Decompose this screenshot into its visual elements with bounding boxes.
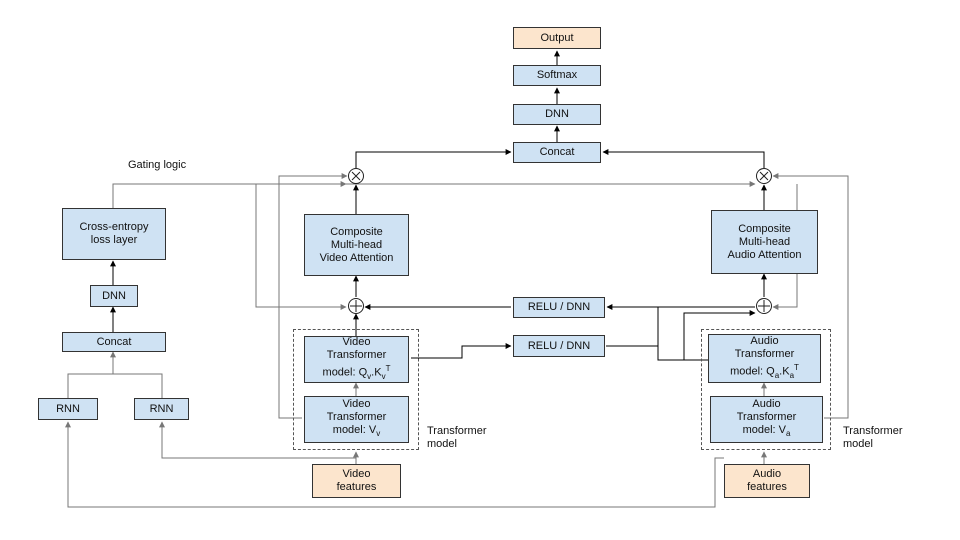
audio-transformer-qk-box: Audio Transformer model: Qa.KaT bbox=[708, 334, 821, 383]
softmax-line-1: Softmax bbox=[536, 69, 578, 81]
relu-dnn-lower-line-1: RELU / DNN bbox=[527, 339, 591, 352]
video-transformer-model-label: Transformer model bbox=[427, 425, 487, 451]
audio-attention-line-2: Multi-head bbox=[738, 235, 791, 248]
video-attention-line-2: Multi-head bbox=[330, 238, 383, 251]
audio-attention-line-1: Composite bbox=[738, 222, 791, 235]
video-gate-to-add bbox=[255, 184, 347, 310]
concat-top-line-1: Concat bbox=[539, 146, 575, 158]
video-transformer-group bbox=[293, 329, 419, 450]
video-qk-formula: model: Qv.KvT bbox=[322, 364, 391, 381]
video-transformer-qk-box: Video Transformer model: Qv.KvT bbox=[304, 336, 409, 383]
audio-transformer-model-line-1: Transformer bbox=[843, 425, 903, 437]
dnn-top-line-1: DNN bbox=[545, 108, 569, 120]
video-transformer-model-line-1: Transformer bbox=[427, 425, 487, 437]
audio-skip-to-mult bbox=[772, 173, 849, 419]
arrow-audio-qk-to-relu-upper bbox=[606, 304, 708, 361]
video-attention-line-1: Composite bbox=[330, 225, 383, 238]
output-box: Output bbox=[513, 27, 601, 49]
rnn-1-box: RNN bbox=[38, 398, 98, 420]
relu-dnn-upper-line-1: RELU / DNN bbox=[527, 301, 591, 313]
dnn-left-line-1: DNN bbox=[102, 289, 126, 302]
video-transformer-qk-line-2: Transformer bbox=[326, 349, 387, 362]
softmax-box: Softmax bbox=[513, 65, 601, 86]
video-features-line-1: Video bbox=[342, 468, 371, 480]
rnn-1-line-1: RNN bbox=[56, 402, 80, 415]
rnn-2-line-1: RNN bbox=[149, 402, 174, 415]
video-features-line-2: features bbox=[336, 481, 377, 493]
video-transformer-model-line-2: model bbox=[427, 438, 457, 450]
audio-features-line-1: Audio bbox=[752, 468, 782, 480]
video-transformer-v-line-2: Transformer bbox=[326, 411, 387, 424]
arrow-audio-features-to-rnn1 bbox=[65, 421, 724, 508]
concat-left-box: Concat bbox=[62, 332, 166, 352]
audio-attention-line-3: Audio Attention bbox=[727, 248, 802, 261]
audio-transformer-model-label: Transformer model bbox=[843, 425, 903, 451]
audio-transformer-v-box: Audio Transformer model: Va bbox=[710, 396, 823, 443]
video-transformer-v-box: Video Transformer model: Vv bbox=[304, 396, 409, 443]
concat-left-line-1: Concat bbox=[96, 335, 132, 348]
audio-v-formula: model: Va bbox=[742, 424, 791, 439]
audio-add-icon bbox=[756, 298, 772, 314]
video-add-icon bbox=[348, 298, 364, 314]
audio-features-line-2: features bbox=[747, 481, 787, 493]
video-transformer-v-line-1: Video bbox=[342, 398, 371, 411]
dnn-left-box: DNN bbox=[90, 285, 138, 307]
audio-transformer-v-line-1: Audio bbox=[752, 398, 781, 411]
audio-transformer-qk-line-2: Transformer bbox=[734, 348, 795, 361]
dnn-top-box: DNN bbox=[513, 104, 601, 125]
arrow-video-qk-to-relu-lower bbox=[411, 343, 512, 359]
relu-dnn-upper-box: RELU / DNN bbox=[513, 297, 605, 318]
video-transformer-qk-line-1: Video bbox=[342, 336, 371, 349]
audio-transformer-group bbox=[701, 329, 831, 450]
video-multiply-icon bbox=[348, 168, 364, 184]
audio-multiply-icon bbox=[756, 168, 772, 184]
gating-logic-label: Gating logic bbox=[128, 159, 187, 171]
gating-line-to-video-mult bbox=[112, 181, 347, 208]
rnn-2-box: RNN bbox=[134, 398, 189, 420]
video-attention-line-3: Video Attention bbox=[319, 251, 394, 264]
cross-entropy-line-2: loss layer bbox=[90, 234, 138, 246]
concat-top-box: Concat bbox=[513, 142, 601, 163]
arrow-video-features-to-rnn2 bbox=[159, 421, 356, 459]
audio-transformer-qk-line-1: Audio bbox=[750, 335, 779, 348]
arrow-rnns-to-concat-left bbox=[67, 352, 163, 398]
audio-qk-formula: model: Qa.KaT bbox=[730, 363, 799, 380]
arrow-audio-qk-to-add bbox=[683, 310, 756, 360]
arrow-audio-mult-to-concat bbox=[602, 149, 765, 168]
output-line-1: Output bbox=[540, 31, 574, 44]
relu-dnn-lower-box: RELU / DNN bbox=[513, 335, 605, 357]
cross-entropy-line-1: Cross-entropy bbox=[79, 221, 149, 233]
arrow-video-mult-to-concat bbox=[355, 149, 512, 168]
audio-transformer-model-line-2: model bbox=[843, 438, 873, 450]
video-skip-to-mult bbox=[278, 173, 348, 419]
video-v-formula: model: Vv bbox=[332, 424, 381, 439]
audio-transformer-v-line-2: Transformer bbox=[736, 411, 797, 424]
